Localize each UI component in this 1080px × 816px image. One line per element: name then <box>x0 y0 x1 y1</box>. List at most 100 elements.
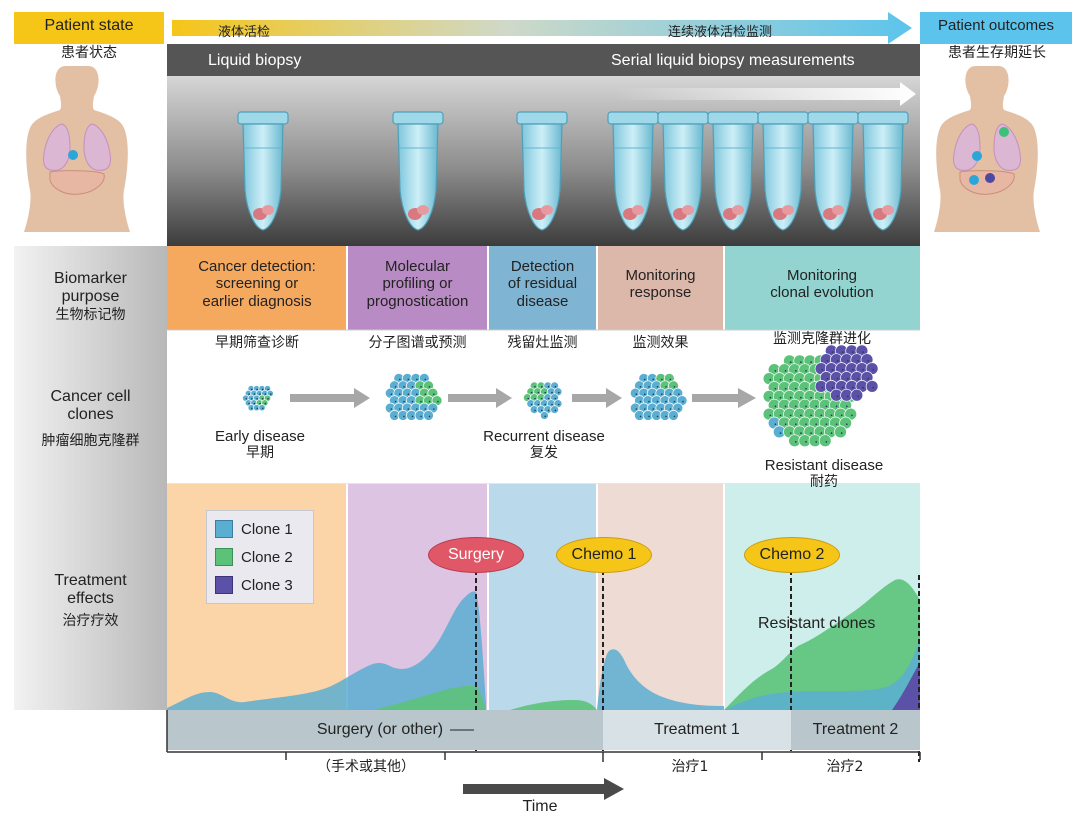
event-chemo1: Chemo 1 <box>556 537 652 573</box>
patient-outcomes-title: Patient outcomes <box>938 17 1054 34</box>
row-header-treatment-line1: Treatment <box>54 572 127 589</box>
purpose-cancer-detection: Cancer detection: screening or earlier d… <box>167 258 347 310</box>
row-header-clones-line1: Cancer cell <box>50 388 131 405</box>
legend-swatch-clone1 <box>215 520 233 538</box>
purpose-cancer-detection-line3: earlier diagnosis <box>202 292 312 310</box>
early-disease-cluster <box>242 385 274 412</box>
resistant-disease-cluster-purple <box>814 344 879 402</box>
stage-recurrent-disease-en: Recurrent disease <box>483 428 605 445</box>
patient-state-body-icon <box>24 66 130 232</box>
stage-resistant-disease-en: Resistant disease <box>764 457 884 474</box>
legend-label-clone3: Clone 3 <box>241 576 293 594</box>
phase-treatment2-label: Treatment 2 <box>812 721 899 738</box>
clone1-area-late <box>724 640 920 710</box>
patient-state-badge <box>14 12 164 44</box>
legend-label-clone1: Clone 1 <box>241 520 293 538</box>
stage-recurrent-disease: Recurrent disease 复发 <box>462 428 626 461</box>
purpose-residual-disease-line1: Detection <box>510 258 575 275</box>
event-surgery: Surgery <box>428 537 524 573</box>
banner-right-label: Serial liquid biopsy measurements <box>611 52 855 69</box>
purpose-cn-0: 早期筛查诊断 <box>215 335 299 351</box>
stage-early-disease-en: Early disease <box>214 428 306 445</box>
patient-outcome-body-icon <box>934 66 1040 232</box>
stage-early-disease: Early disease 早期 <box>190 428 330 461</box>
legend-item-clone1: Clone 1 <box>215 519 293 539</box>
phase-surgery-cn: （手术或其他） <box>317 759 415 775</box>
patient-state-cn: 患者状态 <box>61 45 117 61</box>
patient-outcomes-badge <box>920 12 1072 44</box>
molecular-profiling-cluster <box>384 373 443 421</box>
event-chemo2: Chemo 2 <box>744 537 840 573</box>
time-axis-label: Time <box>522 798 558 815</box>
row-header-biomarker-cn: 生物标记物 <box>55 306 126 323</box>
purpose-molecular-profiling-line3: prognostication <box>366 292 469 310</box>
patient-state-title: Patient state <box>44 17 134 34</box>
legend-swatch-clone2 <box>215 548 233 566</box>
sample-tube-icon <box>392 111 444 231</box>
purpose-cn-2: 残留灶监测 <box>507 335 578 351</box>
purpose-residual-disease: Detection of residual disease <box>488 258 597 310</box>
stage-resistant-disease-cn: 耐药 <box>810 474 838 491</box>
purpose-monitoring-response-line1: Monitoring <box>625 267 696 284</box>
serial-arrow <box>612 82 916 106</box>
clone2-area-late <box>724 579 920 710</box>
purpose-molecular-profiling-line2: profiling or <box>382 275 453 293</box>
purpose-monitoring-response-line2: response <box>629 284 692 302</box>
stage-resistant-disease: Resistant disease 耐药 <box>744 457 904 490</box>
purpose-monitoring-response: Monitoring response <box>597 267 724 302</box>
clone1-area <box>167 591 486 710</box>
purpose-cancer-detection-line1: Cancer detection: <box>198 258 316 275</box>
purpose-residual-disease-line3: disease <box>516 292 569 310</box>
purpose-cn-1: 分子图谱或预测 <box>368 335 467 351</box>
clone1-area-mid <box>597 649 724 710</box>
residual-disease-cluster <box>523 381 563 420</box>
top-progress-arrow <box>172 12 912 44</box>
recurrent-disease-cluster <box>629 373 688 421</box>
legend-item-clone2: Clone 2 <box>215 547 293 567</box>
sample-tube-icon <box>237 111 289 231</box>
purpose-clonal-evolution-line1: Monitoring <box>786 267 858 284</box>
patient-outcomes-cn: 患者生存期延长 <box>948 45 1046 61</box>
purpose-residual-disease-line2: of residual <box>507 275 578 293</box>
clone3-area <box>892 662 920 710</box>
stage-recurrent-disease-cn: 复发 <box>530 445 558 462</box>
purpose-clonal-evolution: Monitoring clonal evolution <box>724 267 920 302</box>
row-header-biomarker-line1: Biomarker <box>54 270 127 287</box>
clone2-area-mid <box>510 700 597 710</box>
purpose-cancer-detection-line2: screening or <box>215 275 299 293</box>
phase-treatment1-cn: 治疗1 <box>671 759 709 775</box>
phase-surgery-label: Surgery (or other) <box>316 721 444 738</box>
legend-item-clone3: Clone 3 <box>215 575 293 595</box>
stage-early-disease-cn: 早期 <box>246 445 274 462</box>
sample-tube-icon <box>516 111 568 231</box>
row-header-clones: Cancer cell clones 肿瘤细胞克隆群 <box>14 388 167 449</box>
sample-tube-icon <box>807 111 859 231</box>
time-arrow <box>463 778 624 800</box>
sample-tube-icon <box>857 111 909 231</box>
row-header-biomarker: Biomarker purpose 生物标记物 <box>14 270 167 323</box>
purpose-molecular-profiling: Molecular profiling or prognostication <box>347 258 488 310</box>
legend-label-clone2: Clone 2 <box>241 548 293 566</box>
row-header-biomarker-line2: purpose <box>61 288 120 306</box>
purpose-molecular-profiling-line1: Molecular <box>384 258 451 275</box>
purpose-cn-3: 监测效果 <box>632 335 689 351</box>
row-header-treatment: Treatment effects 治疗疗效 <box>14 572 167 629</box>
row-header-clones-cn: 肿瘤细胞克隆群 <box>41 432 140 449</box>
top-arrow-left-label: 液体活检 <box>218 25 271 40</box>
sample-tube-icon <box>657 111 709 231</box>
banner-left-label: Liquid biopsy <box>208 52 302 69</box>
resistant-clones-label: Resistant clones <box>758 615 876 632</box>
clone2-area-early <box>372 685 486 710</box>
row-header-clones-line2: clones <box>67 406 114 424</box>
top-arrow-right-label: 连续液体活检监测 <box>668 25 773 40</box>
phase-treatment1-label: Treatment 1 <box>654 721 740 738</box>
sample-tube-icon <box>607 111 659 231</box>
purpose-clonal-evolution-line2: clonal evolution <box>770 284 874 302</box>
row-header-treatment-line2: effects <box>67 590 114 608</box>
row-header-treatment-cn: 治疗疗效 <box>62 612 119 629</box>
legend-swatch-clone3 <box>215 576 233 594</box>
